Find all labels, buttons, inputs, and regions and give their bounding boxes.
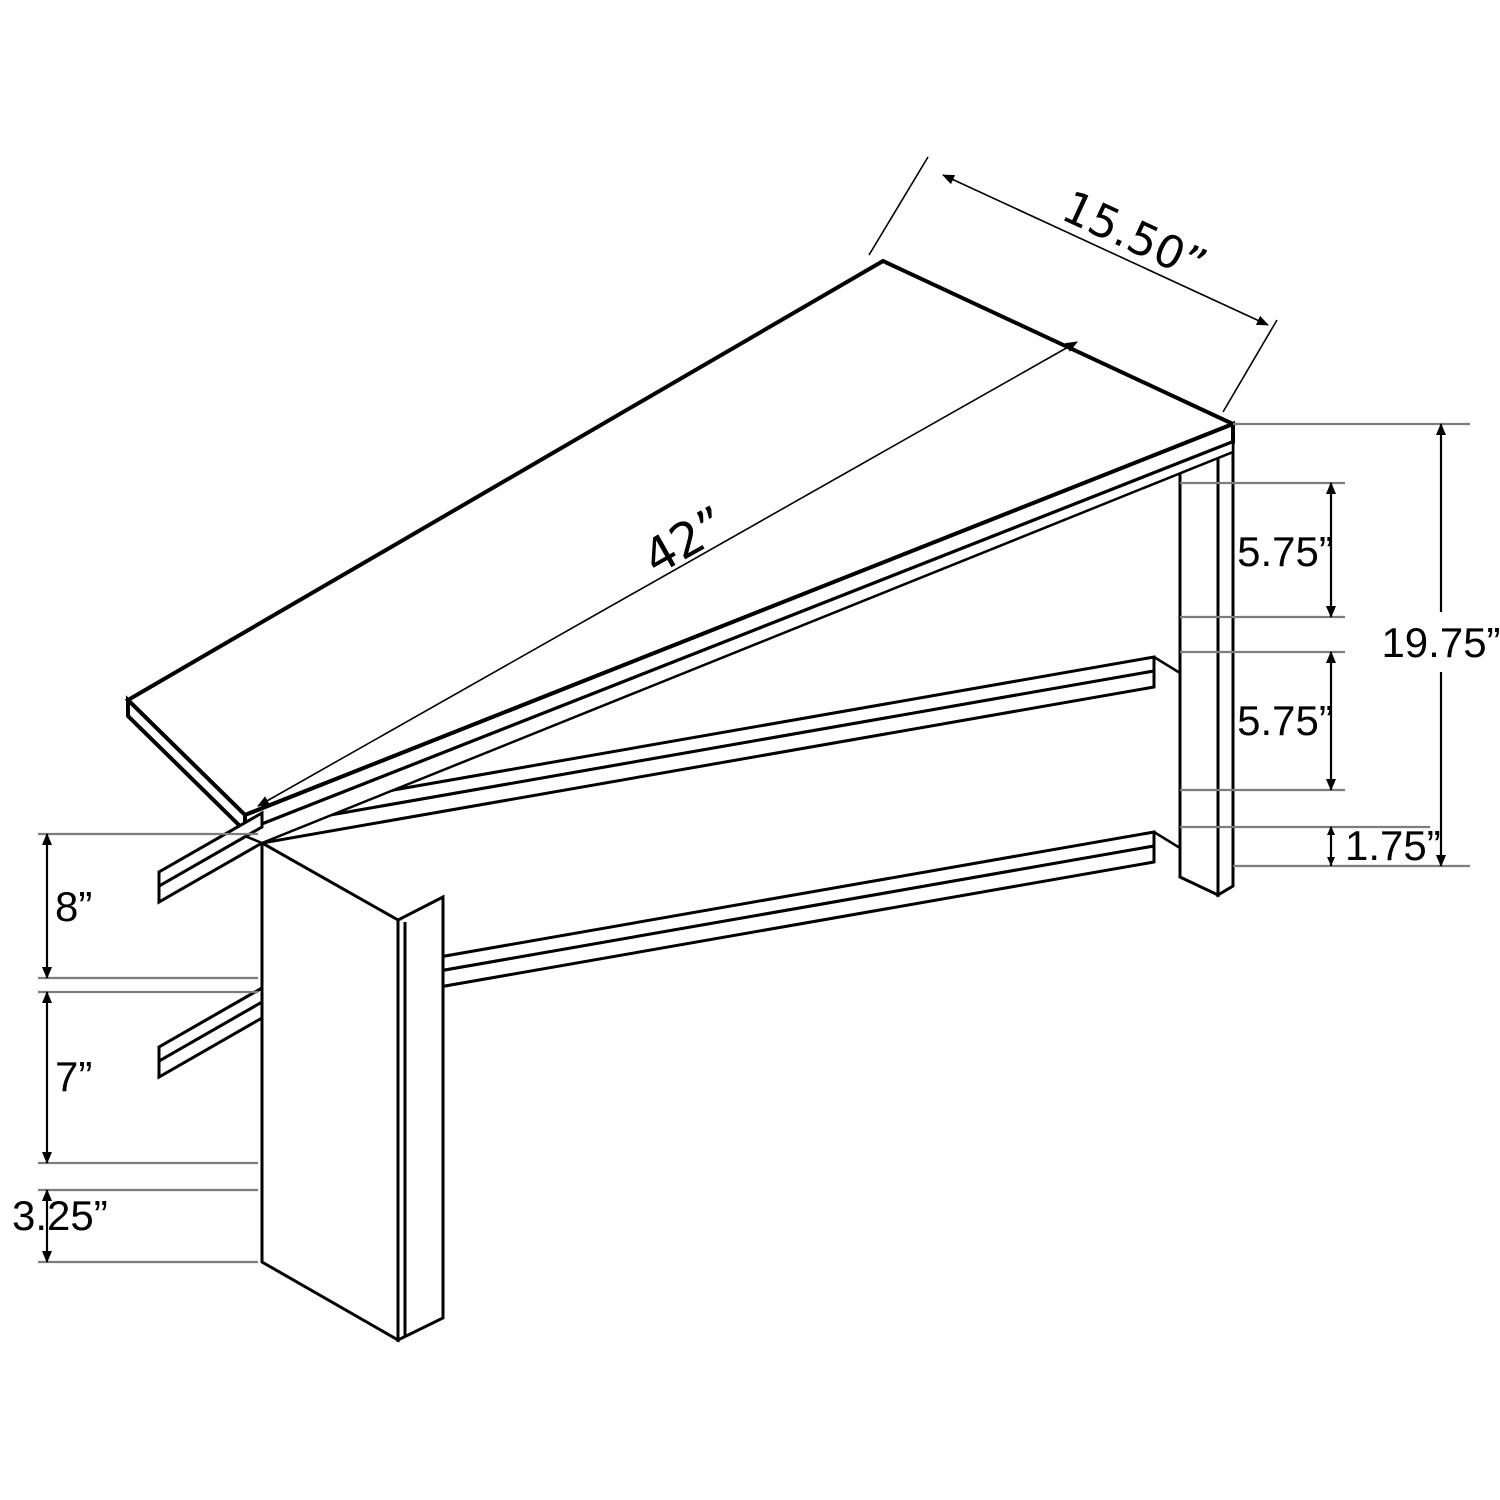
left-side-panel: [260, 840, 445, 1343]
lower-left-shelf-nose: [157, 985, 264, 1064]
upper-opening-dimension-group: 5.75”: [1237, 482, 1336, 618]
furniture-body: [124, 258, 1239, 1343]
left-panel-left-face: [260, 840, 400, 1343]
upper-opening-dimension-label: 5.75”: [1237, 528, 1333, 575]
left-upper-shelf-dimension-label: 8”: [55, 883, 92, 930]
lower-opening-dimension-label: 5.75”: [1237, 697, 1333, 744]
left-lower-shelf-dimension-group: 7”: [42, 991, 92, 1164]
depth-dimension-label: 15.50”: [1054, 180, 1214, 292]
bottom-clearance-dimension-group: 1.75”: [1327, 822, 1441, 869]
left-shelf-noses: [157, 810, 264, 1064]
left-panel-right-face: [396, 894, 445, 1343]
total-height-dimension-label: 19.75”: [1381, 619, 1500, 666]
bottom-clearance-dimension-label: 1.75”: [1345, 822, 1441, 869]
left-bottom-clearance-dimension-label: 3.25”: [12, 1192, 108, 1239]
right-panel-inner-face: [1216, 420, 1235, 898]
upper-left-shelf-nose: [157, 810, 264, 889]
right-side-panel: [1178, 420, 1235, 898]
depth-dimension-line: [942, 174, 1269, 326]
depth-ext-line-back: [868, 156, 929, 256]
shelf-to-leg-joint-lines: [1153, 655, 1181, 850]
right-extension-lines: [1180, 422, 1470, 868]
middle-shelf-right-joint: [1153, 655, 1181, 675]
left-extension-lines: [38, 832, 258, 1264]
bottom-shelf-right-joint: [1153, 830, 1181, 850]
left-upper-shelf-dimension-group: 8”: [42, 833, 92, 979]
left-lower-shelf-dimension-label: 7”: [55, 1053, 92, 1100]
depth-ext-line-front: [1222, 319, 1278, 413]
top-panel-left-underline: [127, 715, 246, 832]
lower-opening-dimension-group: 5.75”: [1237, 651, 1336, 791]
width-dimension-line: [257, 341, 1078, 807]
left-bottom-clearance-dimension-group: 3.25”: [12, 1189, 108, 1263]
total-height-dimension-group: 19.75”: [1381, 423, 1500, 867]
